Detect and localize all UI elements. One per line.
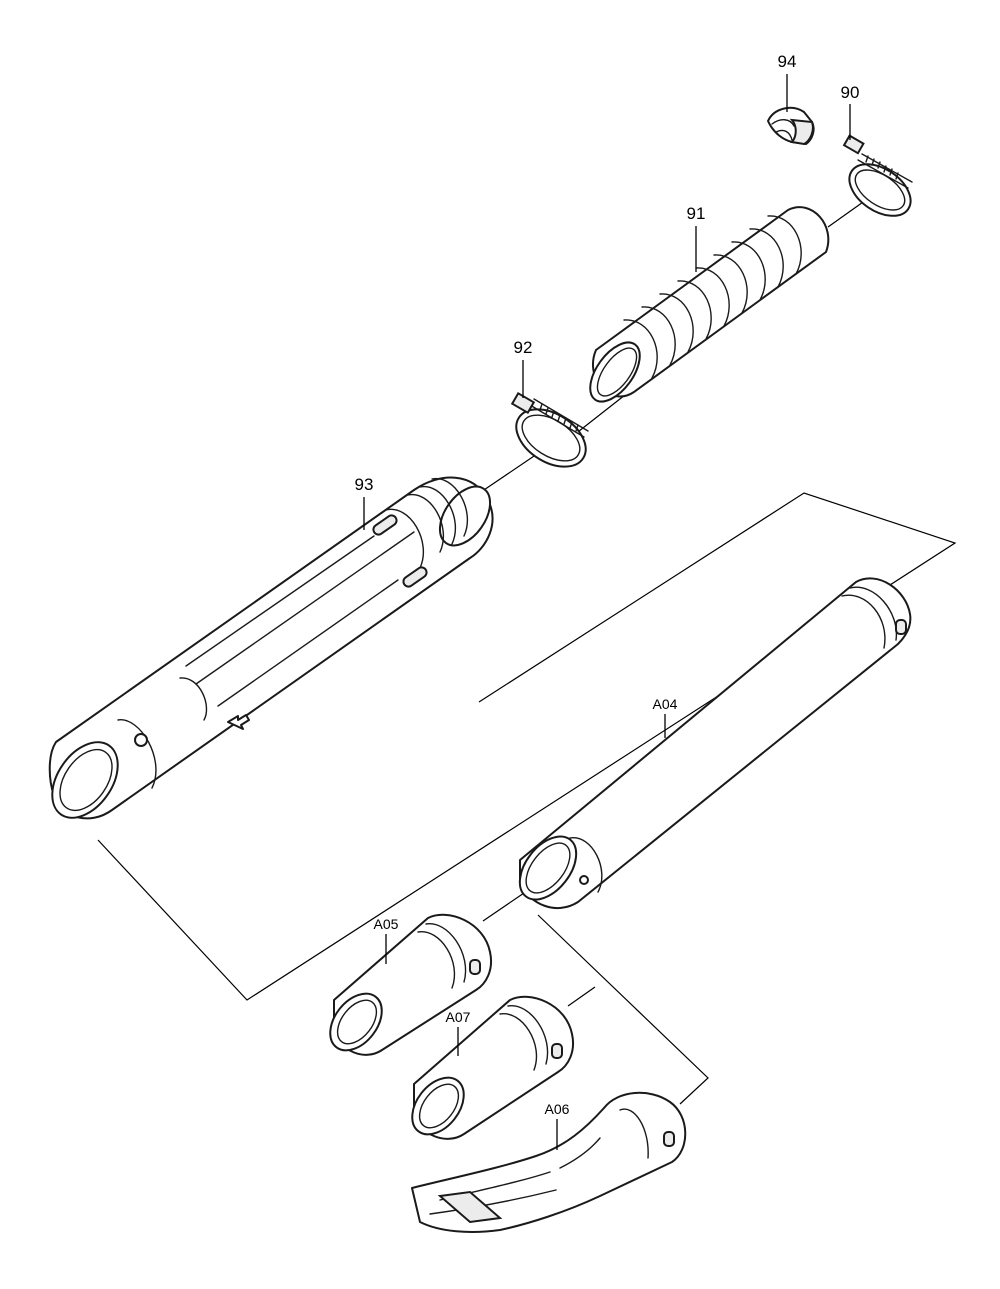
part-a04-extension-pipe bbox=[518, 577, 912, 909]
callout-90: 90 bbox=[841, 83, 860, 102]
callouts: 94 90 91 92 93 A04 A05 A07 A06 bbox=[355, 52, 860, 1150]
assembly-line-nozzle-branch bbox=[567, 986, 596, 1007]
callout-92: 92 bbox=[514, 338, 533, 357]
part-a05-nozzle bbox=[329, 913, 492, 1056]
part-93-pipe bbox=[48, 476, 494, 820]
assembly-line-nozzle-set bbox=[537, 914, 709, 1105]
pipe-ribs bbox=[385, 477, 469, 569]
callout-a05: A05 bbox=[374, 916, 399, 932]
callout-a07: A07 bbox=[446, 1009, 471, 1025]
callout-a06: A06 bbox=[545, 1101, 570, 1117]
part-a06-flat-nozzle bbox=[411, 1091, 687, 1233]
part-92-hose-band bbox=[510, 391, 589, 468]
part-a07-nozzle bbox=[411, 995, 574, 1140]
callout-a04: A04 bbox=[653, 696, 678, 712]
part-90-hose-band bbox=[842, 134, 913, 217]
arrow-icon bbox=[227, 714, 250, 730]
hose-corrugations bbox=[623, 215, 802, 379]
part-94-clip bbox=[767, 106, 815, 146]
callout-93: 93 bbox=[355, 475, 374, 494]
assembly-line-a04-set bbox=[97, 492, 957, 1001]
callout-91: 91 bbox=[687, 204, 706, 223]
part-91-flexible-hose bbox=[589, 206, 830, 403]
assembly-line-a05-branch bbox=[482, 892, 525, 922]
assembly-lines bbox=[97, 492, 957, 1105]
callout-94: 94 bbox=[778, 52, 797, 71]
connector-93-92 bbox=[477, 451, 541, 495]
